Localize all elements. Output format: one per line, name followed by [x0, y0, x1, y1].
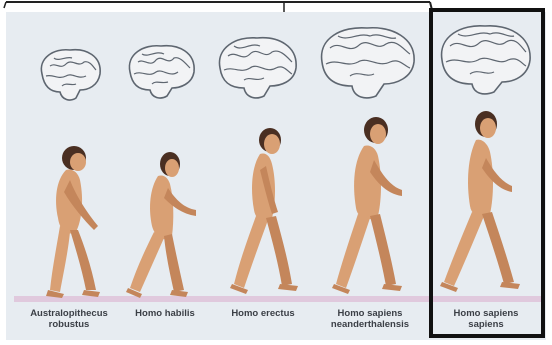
brain-icon [36, 44, 106, 106]
stage-label: Homo erectus [211, 308, 315, 319]
hominid-figure [330, 116, 414, 300]
hominid-figure [226, 126, 306, 300]
stage-label: Australopithecus robustus [17, 308, 121, 330]
highlight-frame [429, 8, 545, 338]
stage-label: Homo sapiens neanderthalensis [318, 308, 422, 330]
brain-icon [124, 40, 198, 104]
hominid-figure [126, 148, 204, 300]
brain-icon [214, 32, 300, 104]
brain-icon [316, 22, 418, 104]
hominid-figure [42, 140, 112, 300]
stage-label: Homo habilis [113, 308, 217, 319]
